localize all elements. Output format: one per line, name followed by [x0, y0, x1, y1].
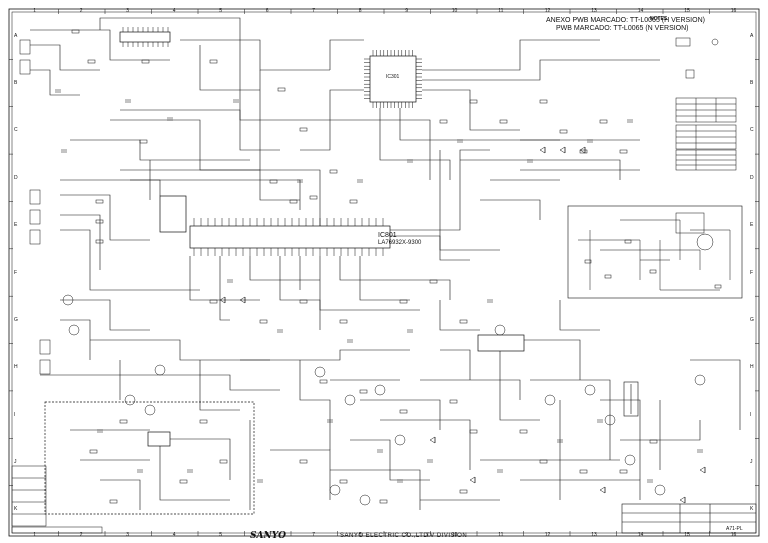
- column-label-7-top: 7: [312, 8, 316, 14]
- column-label-8-top: 8: [358, 8, 362, 14]
- notes-title: NOTES: [650, 16, 668, 22]
- row-label-B-r: B: [750, 80, 754, 87]
- column-label-12-bot: 12: [544, 532, 551, 538]
- column-label-2-top: 2: [79, 8, 83, 14]
- top-ic: [119, 31, 171, 43]
- row-label-E-l: E: [14, 222, 18, 229]
- column-label-9-bot: 9: [405, 532, 409, 538]
- row-label-K-l: K: [14, 506, 18, 513]
- column-label-6-bot: 6: [265, 532, 269, 538]
- column-label-6-top: 6: [265, 8, 269, 14]
- column-label-13-top: 13: [591, 8, 597, 14]
- row-label-I-r: I: [750, 411, 752, 418]
- column-label-10-bot: 10: [451, 532, 458, 538]
- left-ic: [159, 195, 187, 233]
- top-ic-pins: [122, 27, 169, 47]
- main-ic-ic801: [189, 225, 391, 249]
- column-label-16-top: 16: [730, 8, 737, 14]
- column-label-10-top: 10: [451, 8, 458, 14]
- column-label-4-top: 4: [172, 8, 176, 14]
- column-label-3-top: 3: [126, 8, 130, 14]
- column-label-15-bot: 15: [684, 532, 690, 538]
- qfp-ic: [369, 55, 417, 103]
- grid-ticks: [9, 9, 759, 536]
- power-section-box: [44, 401, 255, 515]
- column-label-15-top: 15: [684, 8, 690, 14]
- crt-board-circuit: [578, 212, 731, 291]
- column-label-11-top: 11: [498, 8, 504, 14]
- crt-board-box: [567, 205, 743, 299]
- column-label-7-bot: 7: [312, 532, 316, 538]
- title-block-ref: A71-PL: [726, 526, 743, 532]
- flyback-transformer: [623, 381, 639, 417]
- row-label-F-l: F: [14, 269, 18, 276]
- column-label-16-bot: 16: [730, 532, 737, 538]
- column-label-1-bot: 1: [33, 532, 37, 538]
- footer-company: SANYO ELECTRIC CO.,LTD.: [340, 533, 431, 539]
- column-label-3-bot: 3: [126, 532, 130, 538]
- bottom-ic: [147, 431, 171, 447]
- row-label-H-l: H: [14, 364, 18, 371]
- row-label-J-l: J: [14, 458, 17, 465]
- column-label-11-bot: 11: [498, 532, 504, 538]
- row-label-B-l: B: [14, 80, 18, 87]
- row-label-K-r: K: [750, 506, 754, 513]
- note-line-2: PWB MARCADO: TT-L0065 (N VERSION): [556, 25, 689, 32]
- revision-block: [11, 465, 103, 534]
- row-label-I-l: I: [14, 411, 16, 418]
- main-ic-ref: IC801: [378, 232, 397, 239]
- main-ic-part: LA76932X-9300: [378, 240, 422, 246]
- row-label-A-l: A: [14, 32, 18, 39]
- note-line-1: ANEXO PWB MARCADO: TT-L0065 (H VERSION): [546, 17, 705, 24]
- column-label-5-top: 5: [219, 8, 223, 14]
- row-label-C-l: C: [14, 127, 18, 134]
- row-label-A-r: A: [750, 32, 754, 39]
- main-ic-pins: [193, 218, 384, 256]
- components: [19, 29, 706, 506]
- wiring: [30, 17, 741, 510]
- mid-right-ic: [477, 334, 525, 352]
- qfp-ic-pins: [364, 50, 422, 108]
- footer-division: TV DIVISION: [426, 533, 468, 539]
- spec-tables: [675, 37, 737, 171]
- column-label-1-top: 1: [33, 8, 37, 14]
- row-label-D-l: D: [14, 174, 18, 181]
- row-label-E-r: E: [750, 222, 754, 229]
- column-label-14-top: 14: [637, 8, 644, 14]
- column-label-2-bot: 2: [79, 532, 83, 538]
- row-label-J-r: J: [750, 458, 753, 465]
- column-label-8-bot: 8: [358, 532, 362, 538]
- row-label-D-r: D: [750, 174, 754, 181]
- sanyo-logo: SANYO: [250, 531, 286, 541]
- title-block: [621, 503, 757, 534]
- column-label-4-bot: 4: [172, 532, 176, 538]
- row-label-C-r: C: [750, 127, 754, 134]
- row-label-H-r: H: [750, 364, 754, 371]
- column-label-5-bot: 5: [219, 532, 223, 538]
- column-label-13-bot: 13: [591, 532, 597, 538]
- column-label-14-bot: 14: [637, 532, 644, 538]
- column-label-12-top: 12: [544, 8, 551, 14]
- sheet-frame: [8, 8, 760, 537]
- column-label-9-top: 9: [405, 8, 409, 14]
- row-label-F-r: F: [750, 269, 754, 276]
- row-label-G-l: G: [14, 316, 18, 323]
- tuner-ic-ref: IC301: [386, 74, 400, 80]
- row-label-G-r: G: [750, 316, 754, 323]
